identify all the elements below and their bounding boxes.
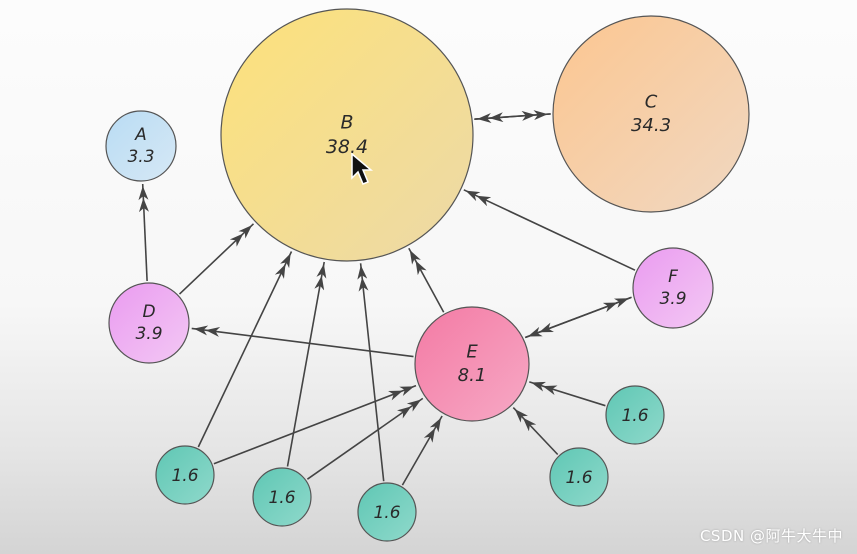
edge-E-to-D [191, 325, 414, 358]
node-circle [108, 282, 190, 364]
node-D: D3.9 [108, 282, 190, 364]
mouse-cursor-icon [351, 152, 374, 185]
node-value-label: 8.1 [458, 365, 487, 386]
edge-C-to-B [475, 112, 551, 123]
node-circle [414, 306, 530, 422]
node-circle [220, 8, 474, 262]
node-name-label: A [134, 125, 147, 145]
node-name-label: F [668, 267, 678, 287]
node-C: C34.3 [552, 15, 750, 213]
node-A: A3.3 [105, 110, 177, 182]
edge-g4-to-E [529, 381, 606, 407]
node-circle [357, 482, 417, 542]
node-B: B 38.4 [220, 8, 474, 262]
edge-g5-to-E [512, 407, 559, 456]
node-E: E8.1 [414, 306, 530, 422]
node-g1: 1.6 [155, 445, 215, 505]
edge-D-to-A [138, 183, 149, 282]
edge-g3-to-B [357, 263, 385, 482]
node-value-label: 1.6 [621, 406, 648, 426]
node-circle [105, 110, 177, 182]
edge-g2-to-E [306, 397, 424, 480]
node-g4: 1.6 [605, 385, 665, 445]
node-name-label: C [645, 92, 658, 113]
node-value-label: 3.3 [127, 147, 154, 167]
nodes: B38.4C34.3A3.3D3.9E8.1F3.91.61.61.61.61.… [105, 8, 750, 542]
node-value-label: 38.4 [326, 136, 368, 158]
node-circle [549, 447, 609, 507]
node-circle [632, 247, 714, 329]
edge-g1-to-B [197, 251, 293, 448]
node-value-label: 3.9 [659, 289, 686, 309]
edge-F-to-E [525, 296, 632, 338]
node-value-label: 1.6 [268, 488, 295, 508]
edge-F-to-B [463, 189, 636, 271]
node-F: F3.9 [632, 247, 714, 329]
watermark: CSDN @阿牛大牛中 [699, 527, 843, 545]
edge-E-to-B [408, 247, 445, 313]
node-value-label: 34.3 [631, 115, 671, 136]
node-name-label: E [466, 342, 478, 363]
edge-g2-to-B [286, 261, 327, 467]
node-value-label: 1.6 [171, 466, 198, 486]
node-value-label: 1.6 [373, 503, 400, 523]
node-name-label: D [142, 302, 155, 322]
node-circle [552, 15, 750, 213]
edges [138, 110, 636, 486]
node-g2: 1.6 [252, 467, 312, 527]
node-circle [155, 445, 215, 505]
node-g5: 1.6 [549, 447, 609, 507]
node-value-label: 1.6 [565, 468, 592, 488]
node-g3: 1.6 [357, 482, 417, 542]
edge-D-to-B [178, 223, 255, 295]
node-circle [605, 385, 665, 445]
node-name-label: B [340, 111, 353, 133]
edge-g1-to-E [213, 384, 417, 465]
node-value-label: 3.9 [135, 324, 162, 344]
node-circle [252, 467, 312, 527]
edge-g3-to-E [401, 415, 443, 486]
